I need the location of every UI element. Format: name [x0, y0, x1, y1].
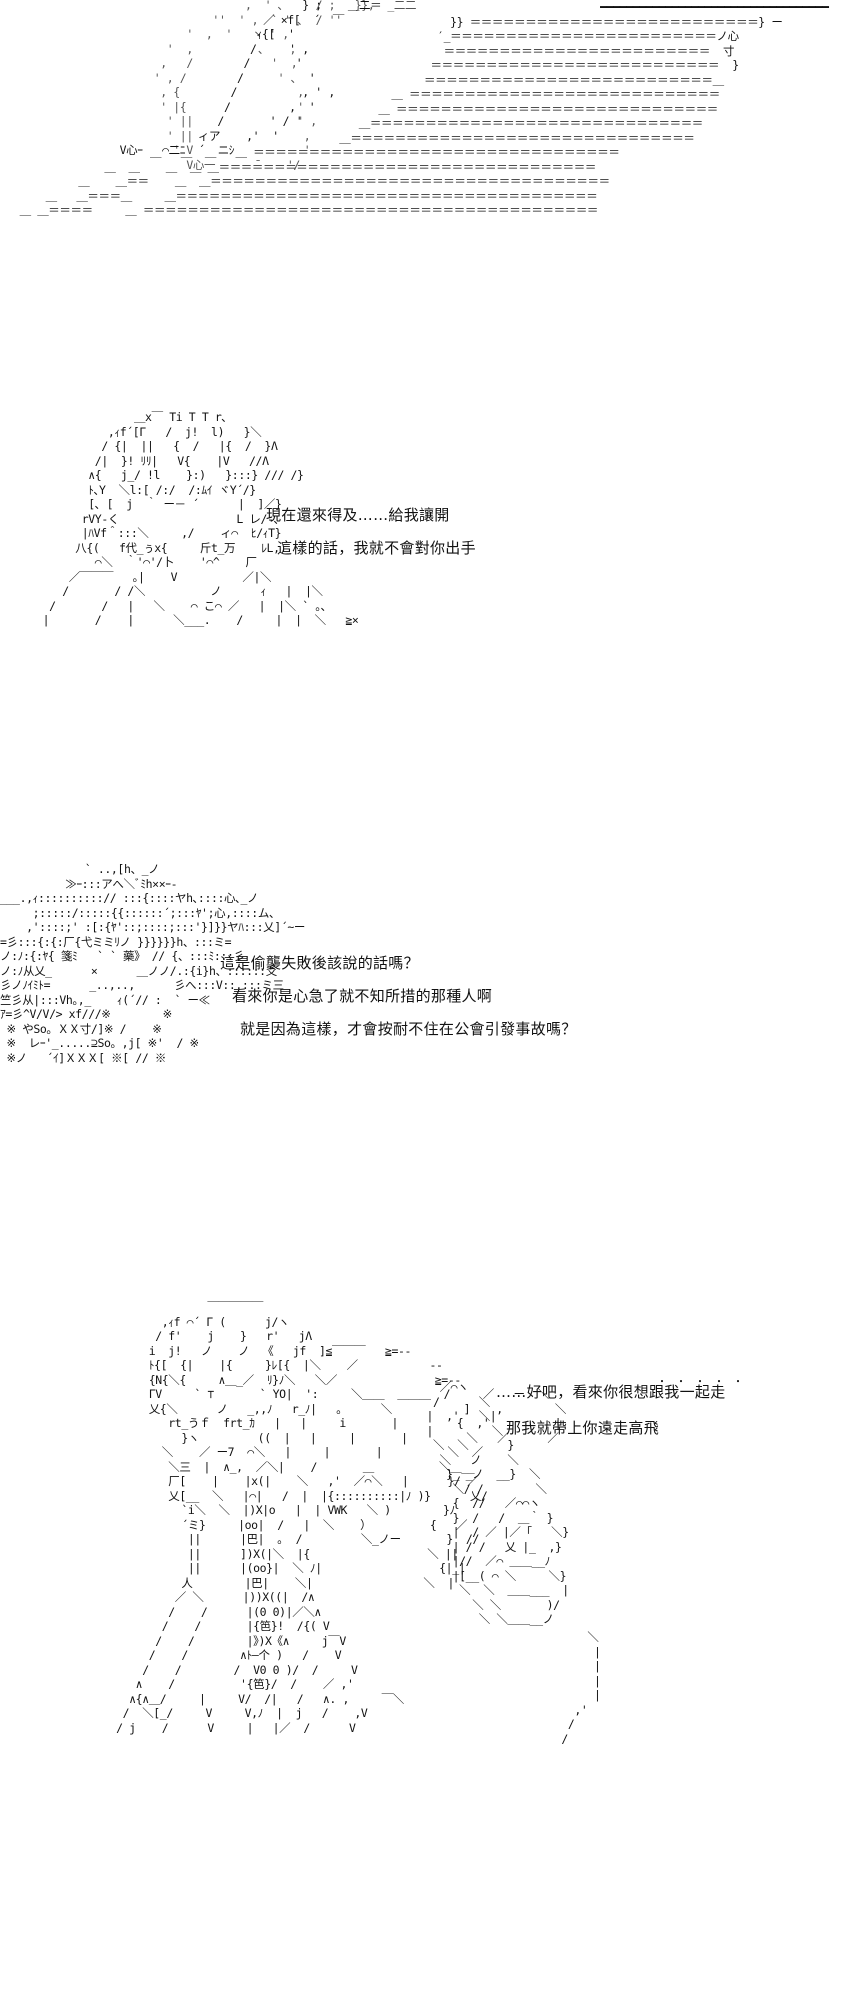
panel-2-dialog-line-1: 現在還來得及……給我讓開 [266, 506, 450, 524]
panel-3-dialog-line-3: 就是因為這樣，才會按耐不住在公會引發事故嗎？ [240, 1020, 577, 1038]
panel-4: ￣￣￣￣￣ ,ｨf ⌒´ Γ ( j/ヽ / f' j } r' jΛ i j!… [0, 1300, 847, 2000]
panel-4-dialog-line-1: ……好吧，看來你很想跟我一起走 [496, 1383, 726, 1401]
panel-3-dialog-line-2: 看來你是心急了就不知所措的那種人啊 [232, 987, 493, 1005]
panel-4-dialog-line-2: 那我就帶上你遠走高飛 [506, 1419, 660, 1437]
panel-1-art-figure: } ; ＿二＝ ／ ×f[ ´ ￣ ｨ{[ ' / ' , / ' / ' / [119, 0, 382, 157]
panel-3-art-character: ` ..,[h、_ノ ≫ｰ:::アへ＼ﾞﾐh××ｰ- ___.,ｨ:::::::… [0, 862, 305, 1065]
panel-4-art-right-edge: ＼ | | | | ,' / / [561, 1630, 601, 1746]
panel-4-emphasis-dots: ・・・・・ [657, 1377, 752, 1388]
panel-4-art-figure: ￣￣￣￣￣ ,ｨf ⌒´ Γ ( j/ヽ / f' j } r' jΛ i j!… [116, 1300, 567, 1735]
panel-1: , ' ､ / ; }}, _二二 '' ' , ` ' ､ / '' ' , … [0, 0, 847, 240]
panel-2-art-character: ＿x￣ Ti T T r､ ,ｨf´[Γ / j! l) }＼ / {| || … [42, 410, 359, 627]
panel-3-dialog-line-1: 這是偷襲失敗後該說的話嗎？ [220, 954, 419, 972]
panel-4-art-fist: ／⌒ヽ / ＼ | ,' ＼| | ＼ ＼ ＼ } ＼ ノ ＼ }_ _ノ __… [426, 1380, 570, 1626]
panel-2-dialog-line-2: 這樣的話，我就不會對你出手 [277, 539, 476, 557]
panel-1-art-shading: ━━━━━━━━━━━━━━━━━━━━━━━━━━━━━━━━━━━ }} ＝… [19, 0, 829, 217]
panel-1-art-motion-lines: , ' ､ / ; }}, _二二 '' ' , ` ' ､ / '' ' , … [153, 0, 417, 172]
panel-2: ＿x￣ Ti T T r､ ,ｨf´[Γ / j! l) }＼ / {| || … [0, 410, 847, 690]
panel-3: ` ..,[h、_ノ ≫ｰ:::アへ＼ﾞﾐh××ｰ- ___.,ｨ:::::::… [0, 862, 847, 1122]
